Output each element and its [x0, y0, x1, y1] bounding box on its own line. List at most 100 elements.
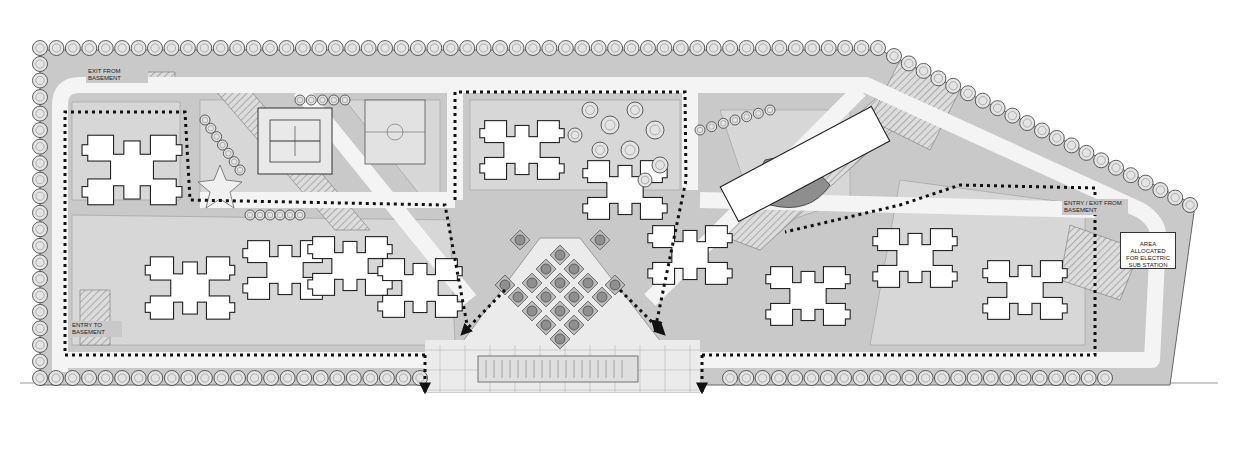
- lawn: [345, 100, 440, 195]
- entrance-plaza: [425, 230, 700, 392]
- tree: [901, 56, 916, 71]
- tree: [638, 173, 652, 187]
- tree: [197, 371, 212, 386]
- tree: [755, 41, 770, 56]
- tree: [264, 371, 279, 386]
- tree: [1049, 130, 1064, 145]
- tree: [313, 371, 328, 386]
- tree: [931, 71, 946, 86]
- tree: [509, 41, 524, 56]
- tree: [115, 371, 130, 386]
- tree: [476, 41, 491, 56]
- tree: [33, 73, 48, 88]
- tree: [838, 41, 853, 56]
- tree: [33, 156, 48, 171]
- tree: [1079, 145, 1094, 160]
- tree: [1000, 371, 1015, 386]
- tree: [33, 90, 48, 105]
- sports-courts: [198, 100, 425, 208]
- tree: [916, 63, 931, 78]
- tree: [197, 41, 212, 56]
- tree: [871, 41, 886, 56]
- tree: [601, 116, 619, 134]
- tree: [378, 41, 393, 56]
- tree: [723, 41, 738, 56]
- tree: [33, 337, 48, 352]
- tree: [493, 41, 508, 56]
- tree: [624, 41, 639, 56]
- tree: [788, 371, 803, 386]
- tree: [427, 41, 442, 56]
- tree: [739, 371, 754, 386]
- lawn: [72, 215, 455, 345]
- tree: [265, 210, 275, 220]
- tree: [525, 41, 540, 56]
- tree: [869, 371, 884, 386]
- tree: [1123, 168, 1138, 183]
- tower: [83, 136, 182, 204]
- tree: [646, 121, 664, 139]
- tree: [33, 255, 48, 270]
- tree: [990, 101, 1005, 116]
- tree: [306, 95, 316, 105]
- tree: [739, 41, 754, 56]
- tree: [558, 41, 573, 56]
- tower: [308, 237, 391, 295]
- tree: [328, 41, 343, 56]
- plaza-arrows: [462, 290, 664, 334]
- tree: [1094, 153, 1109, 168]
- tree: [98, 371, 113, 386]
- tree: [1032, 371, 1047, 386]
- substation-box: AREA ALLOCATED FOR ELECTRIC SUB STATION: [1120, 232, 1176, 269]
- tree: [295, 210, 305, 220]
- tree: [1081, 371, 1096, 386]
- tree: [361, 41, 376, 56]
- tree: [1016, 371, 1031, 386]
- tree: [804, 371, 819, 386]
- tower: [648, 226, 731, 284]
- tree: [295, 41, 310, 56]
- tree: [33, 57, 48, 72]
- tree: [788, 41, 803, 56]
- tree: [245, 210, 255, 220]
- tree: [542, 41, 557, 56]
- tree: [918, 371, 933, 386]
- tree: [312, 41, 327, 56]
- tree: [1065, 371, 1080, 386]
- tree: [329, 95, 339, 105]
- tree: [65, 371, 80, 386]
- tree: [330, 371, 345, 386]
- tree: [753, 108, 763, 118]
- tree: [214, 371, 229, 386]
- tree: [33, 189, 48, 204]
- tree: [98, 41, 113, 56]
- tree: [318, 95, 328, 105]
- tower: [873, 229, 956, 287]
- dotted-route: [702, 185, 1095, 355]
- tree: [837, 371, 852, 386]
- tree: [621, 141, 639, 159]
- tree: [652, 157, 668, 173]
- tree: [346, 371, 361, 386]
- tree: [279, 41, 294, 56]
- tower: [378, 259, 461, 317]
- tree: [608, 41, 623, 56]
- tree: [345, 41, 360, 56]
- tree: [765, 105, 775, 115]
- tree: [33, 321, 48, 336]
- tree: [627, 102, 643, 118]
- tree: [983, 371, 998, 386]
- tree: [821, 41, 836, 56]
- tree: [82, 371, 97, 386]
- tree: [902, 371, 917, 386]
- tree: [297, 371, 312, 386]
- tower: [146, 257, 234, 318]
- tree: [246, 41, 261, 56]
- tower: [983, 261, 1066, 319]
- tree: [772, 41, 787, 56]
- tree: [235, 165, 245, 175]
- tree: [180, 41, 195, 56]
- tree: [33, 123, 48, 138]
- dotted-arrow: [462, 290, 505, 334]
